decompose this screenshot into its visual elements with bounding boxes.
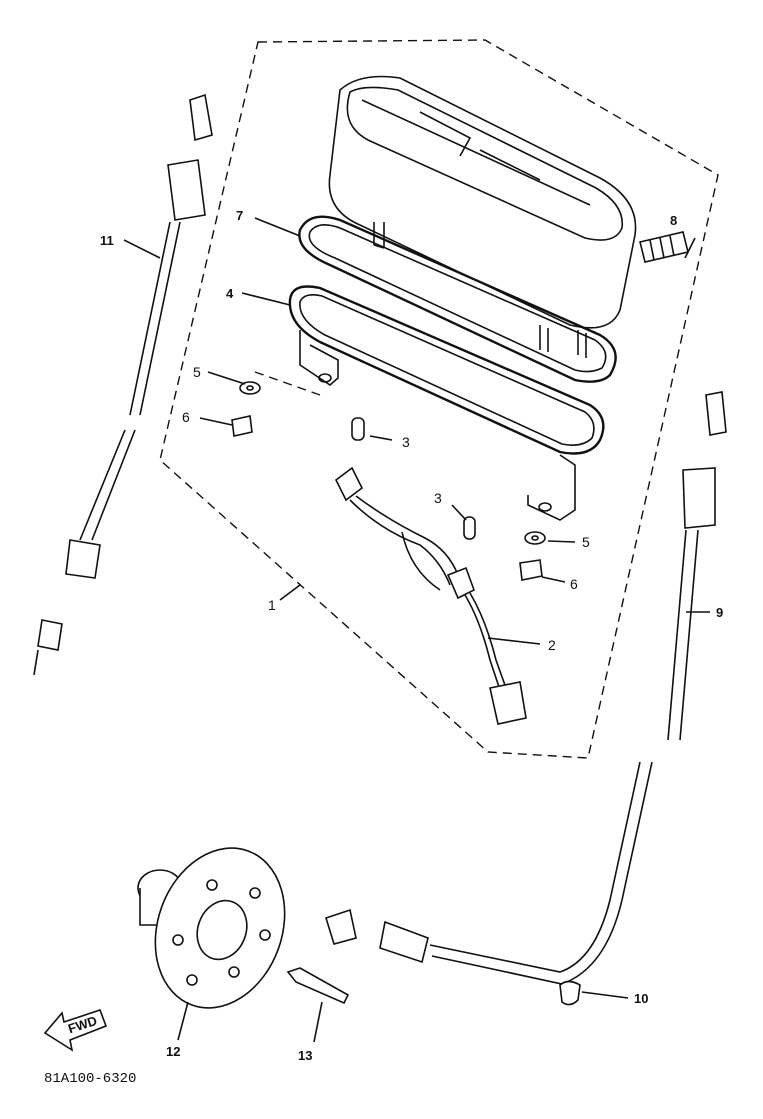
label-part-8: 8 — [670, 213, 677, 228]
wire-harness — [334, 466, 527, 725]
label-part-1: 1 — [268, 597, 276, 613]
label-part-5-right: 5 — [582, 534, 590, 550]
diagram-code: 81A100-6320 — [44, 1071, 136, 1087]
label-part-9: 9 — [716, 605, 723, 620]
label-part-11: 11 — [100, 233, 114, 248]
label-part-13: 13 — [298, 1048, 312, 1063]
assembly-outline — [159, 39, 719, 759]
forward-arrow-icon: FWD — [43, 1008, 108, 1052]
label-part-4: 4 — [226, 286, 234, 301]
label-part-3-upper: 3 — [402, 434, 410, 450]
meter-rod — [639, 231, 689, 263]
label-part-10: 10 — [634, 991, 648, 1006]
speedometer-cable — [325, 391, 727, 985]
label-part-5-left: 5 — [193, 364, 201, 380]
bulb-lower — [463, 516, 476, 540]
grommet-left — [231, 415, 253, 437]
gasket-bracket — [288, 285, 605, 521]
bulb-upper — [351, 417, 365, 441]
cable-clamp — [559, 980, 581, 1006]
tachometer-cable — [33, 93, 213, 676]
washer-right — [524, 531, 546, 545]
washer-left — [239, 381, 261, 395]
drive-gear — [286, 967, 350, 1005]
label-part-12: 12 — [166, 1044, 180, 1059]
label-part-3-lower: 3 — [434, 490, 442, 506]
meter-housing — [328, 75, 637, 358]
grommet-right — [519, 559, 543, 581]
label-part-6-left: 6 — [182, 409, 190, 425]
label-part-2: 2 — [548, 637, 556, 653]
meter-gear-unit — [137, 847, 286, 1009]
trim-ring — [298, 215, 617, 383]
label-part-7: 7 — [236, 208, 243, 223]
label-part-6-right: 6 — [570, 576, 578, 592]
